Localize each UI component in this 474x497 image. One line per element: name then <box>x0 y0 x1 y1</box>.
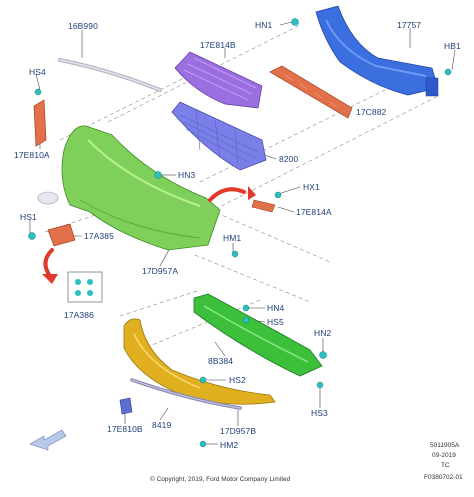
label-17E814A: 17E814A <box>296 207 332 217</box>
label-17A385: 17A385 <box>84 231 114 241</box>
energy-absorber-17C882 <box>269 65 353 119</box>
trim-strip-16B990 <box>58 58 162 92</box>
label-8419: 8419 <box>152 420 172 430</box>
label-17E810A: 17E810A <box>14 150 50 160</box>
side-bracket-17E810A <box>33 99 47 147</box>
label-17D957A: 17D957A <box>142 266 179 276</box>
label-17A386: 17A386 <box>64 310 94 320</box>
label-17E814B: 17E814B <box>200 40 236 50</box>
label-HX1: HX1 <box>303 182 320 192</box>
label-HS1: HS1 <box>20 212 37 222</box>
label-HM1: HM1 <box>223 233 242 243</box>
label-HN3: HN3 <box>178 170 196 180</box>
label-HS2: HS2 <box>229 375 246 385</box>
red-arrow-down <box>43 248 54 278</box>
fasteners <box>28 18 452 448</box>
label-HS5: HS5 <box>267 317 284 327</box>
label-8200: 8200 <box>279 154 299 164</box>
label-17E810B: 17E810B <box>107 424 143 434</box>
label-16B990: 16B990 <box>68 21 98 31</box>
clip-set-17A386 <box>67 271 103 303</box>
bumper-cover-17D957A <box>61 125 221 251</box>
label-HN2: HN2 <box>314 328 332 338</box>
label-HS3: HS3 <box>311 408 328 418</box>
bracket-17A385 <box>47 223 76 247</box>
label-HB1: HB1 <box>444 41 461 51</box>
lower-spoiler-8B384 <box>193 293 323 377</box>
label-17D957B: 17D957B <box>220 426 257 436</box>
label-17757: 17757 <box>397 20 422 30</box>
red-arrow-right <box>208 187 246 202</box>
direction-arrow-icon <box>29 429 67 451</box>
copyright-notice: © Copyright, 2019, Ford Motor Company Li… <box>150 476 291 483</box>
label-HM2: HM2 <box>220 440 239 450</box>
label-HN1: HN1 <box>255 20 273 30</box>
drawing-code: 5011905A <box>430 442 460 449</box>
drawing-initials: TC <box>441 462 450 469</box>
label-HS4: HS4 <box>29 67 46 77</box>
lower-grille-8200 <box>171 101 267 171</box>
label-8B384: 8B384 <box>208 356 234 366</box>
label-17C882: 17C882 <box>356 107 387 117</box>
bracket-17E810B <box>119 397 133 415</box>
label-HN4: HN4 <box>267 303 285 313</box>
lower-valance-17D957B <box>123 318 276 405</box>
bracket-17E814A <box>251 199 276 213</box>
upper-grille-17E814B <box>174 51 263 109</box>
figure-id: F0380702-01 <box>424 474 463 481</box>
drawing-date: 09-2019 <box>432 452 456 459</box>
